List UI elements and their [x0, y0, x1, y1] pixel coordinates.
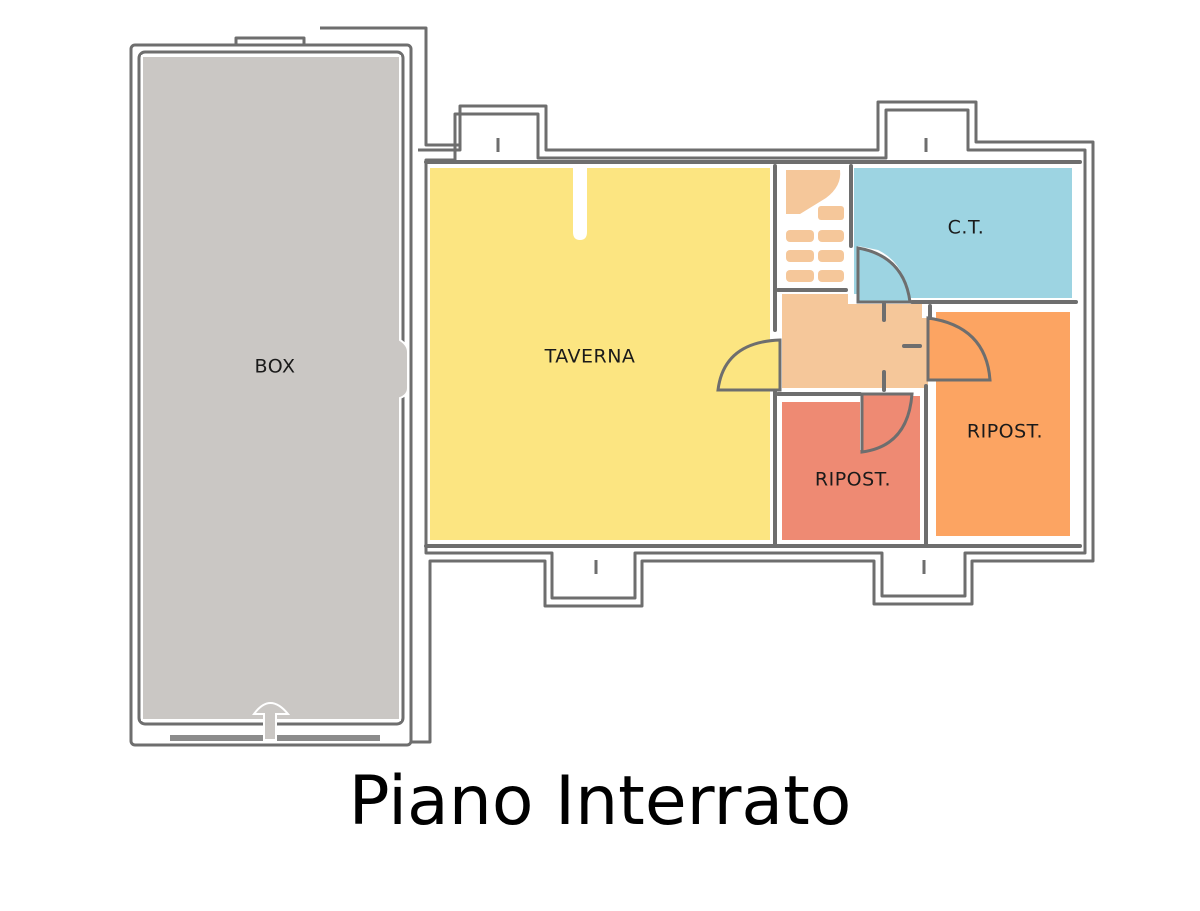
stair-step — [786, 270, 814, 282]
room-ct — [854, 168, 1072, 298]
room-ripost-left — [782, 396, 920, 540]
label-ripost-left: RIPOST. — [815, 469, 891, 491]
room-labels: BOX TAVERNA C.T. RIPOST. RIPOST. — [255, 217, 1043, 491]
rooms — [141, 55, 1072, 741]
box-top-notch — [234, 36, 306, 45]
ripost-left-door-swing — [860, 392, 914, 454]
stair-step — [786, 230, 814, 242]
ripost-right-door-swing — [926, 316, 992, 382]
stair-step — [818, 206, 844, 220]
interior-walls — [424, 160, 1082, 548]
label-taverna: TAVERNA — [544, 346, 636, 368]
label-ct: C.T. — [948, 217, 985, 239]
taverna-door-swing — [716, 338, 782, 392]
house-inner-wall — [424, 108, 1087, 600]
stair-landing — [786, 170, 841, 214]
box-entrance-mark — [252, 702, 291, 741]
box-outer-wall — [129, 43, 413, 747]
house-outer-wall — [411, 100, 1095, 744]
stair-step — [818, 230, 844, 242]
stair-step — [786, 250, 814, 262]
room-box — [141, 55, 409, 721]
box-top-wall — [320, 26, 460, 147]
ct-door-swing — [856, 246, 912, 304]
room-taverna — [430, 168, 770, 540]
room-hallway — [782, 294, 928, 388]
stair-steps — [786, 206, 844, 282]
label-box: BOX — [255, 356, 296, 378]
label-ripost-right: RIPOST. — [967, 421, 1043, 443]
stair-step — [818, 250, 844, 262]
stair-step — [818, 270, 844, 282]
plan-title: Piano Interrato — [348, 762, 852, 841]
